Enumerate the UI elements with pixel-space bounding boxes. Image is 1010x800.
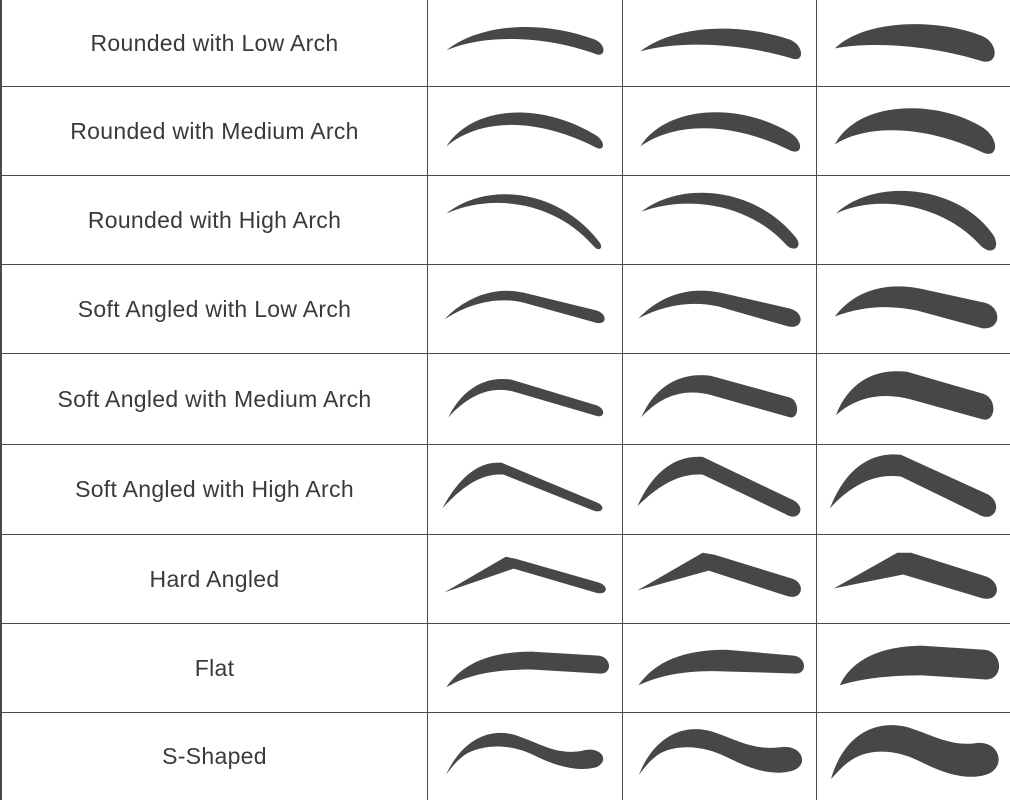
eyebrow-rounded-high-arch-thin	[446, 194, 602, 250]
eyebrow-rounded-medium-arch-thin	[446, 112, 603, 149]
eyebrow-cell-thick	[817, 354, 1010, 444]
eyebrow-soft-angled-high-arch-medium	[637, 456, 801, 517]
eyebrow-cell-medium	[623, 176, 817, 264]
eyebrow-cell-thin	[428, 713, 623, 800]
eyebrow-s-shaped-medium	[638, 729, 803, 775]
chart-row-flat: Flat	[2, 624, 1010, 713]
eyebrow-cell-thin	[428, 535, 623, 623]
eyebrow-cell-medium	[623, 0, 817, 86]
eyebrow-soft-angled-medium-arch-thick	[835, 371, 994, 420]
chart-row-rounded-high-arch: Rounded with High Arch	[2, 176, 1010, 265]
chart-row-rounded-medium-arch: Rounded with Medium Arch	[2, 87, 1010, 176]
row-label: S-Shaped	[2, 713, 428, 800]
eyebrow-cell-medium	[623, 535, 817, 623]
eyebrow-rounded-low-arch-medium	[640, 28, 802, 60]
eyebrow-rounded-high-arch-medium	[641, 192, 799, 249]
eyebrow-cell-medium	[623, 354, 817, 444]
eyebrow-hard-angled-thick	[833, 552, 997, 599]
eyebrow-soft-angled-medium-arch-thin	[448, 379, 604, 418]
chart-row-s-shaped: S-Shaped	[2, 713, 1010, 800]
row-label: Flat	[2, 624, 428, 712]
eyebrow-cell-medium	[623, 624, 817, 712]
row-label: Rounded with Medium Arch	[2, 87, 428, 175]
eyebrow-cell-thick	[817, 176, 1010, 264]
eyebrow-soft-angled-low-arch-thin	[444, 290, 605, 324]
eyebrow-rounded-low-arch-thin	[446, 26, 604, 55]
eyebrow-cell-thin	[428, 176, 623, 264]
eyebrow-cell-thick	[817, 0, 1010, 86]
eyebrow-cell-thick	[817, 445, 1010, 534]
eyebrow-cell-thin	[428, 87, 623, 175]
eyebrow-hard-angled-medium	[637, 552, 801, 597]
eyebrow-cell-thick	[817, 624, 1010, 712]
row-label: Soft Angled with Medium Arch	[2, 354, 428, 444]
eyebrow-rounded-high-arch-thick	[835, 190, 997, 251]
eyebrow-rounded-medium-arch-medium	[640, 112, 801, 152]
eyebrow-soft-angled-low-arch-thick	[834, 286, 998, 329]
row-label: Rounded with High Arch	[2, 176, 428, 264]
eyebrow-cell-medium	[623, 445, 817, 534]
eyebrow-cell-thick	[817, 535, 1010, 623]
eyebrow-cell-thin	[428, 354, 623, 444]
eyebrow-cell-medium	[623, 713, 817, 800]
chart-row-soft-angled-high-arch: Soft Angled with High Arch	[2, 445, 1010, 535]
eyebrow-cell-thin	[428, 624, 623, 712]
eyebrow-soft-angled-high-arch-thick	[829, 454, 997, 517]
eyebrow-cell-thin	[428, 0, 623, 86]
eyebrow-cell-medium	[623, 265, 817, 353]
eyebrow-flat-thick	[839, 645, 1000, 686]
eyebrow-cell-thick	[817, 713, 1010, 800]
eyebrow-s-shaped-thick	[831, 725, 999, 779]
eyebrow-rounded-low-arch-thick	[834, 24, 995, 62]
eyebrow-hard-angled-thin	[444, 556, 606, 594]
eyebrow-s-shaped-thin	[445, 732, 604, 775]
chart-row-rounded-low-arch: Rounded with Low Arch	[2, 0, 1010, 87]
eyebrow-cell-thick	[817, 265, 1010, 353]
eyebrow-flat-thin	[446, 651, 610, 688]
chart-row-hard-angled: Hard Angled	[2, 535, 1010, 624]
eyebrow-flat-medium	[638, 649, 805, 686]
row-label: Soft Angled with Low Arch	[2, 265, 428, 353]
eyebrow-cell-medium	[623, 87, 817, 175]
eyebrow-cell-thin	[428, 265, 623, 353]
row-label: Hard Angled	[2, 535, 428, 623]
row-label: Rounded with Low Arch	[2, 0, 428, 86]
eyebrow-cell-thin	[428, 445, 623, 534]
chart-row-soft-angled-low-arch: Soft Angled with Low Arch	[2, 265, 1010, 354]
eyebrow-soft-angled-medium-arch-medium	[641, 375, 798, 418]
chart-row-soft-angled-medium-arch: Soft Angled with Medium Arch	[2, 354, 1010, 445]
eyebrow-soft-angled-low-arch-medium	[638, 290, 801, 327]
eyebrow-soft-angled-high-arch-thin	[442, 462, 603, 512]
eyebrow-rounded-medium-arch-thick	[834, 108, 996, 154]
eyebrow-cell-thick	[817, 87, 1010, 175]
row-label: Soft Angled with High Arch	[2, 445, 428, 534]
